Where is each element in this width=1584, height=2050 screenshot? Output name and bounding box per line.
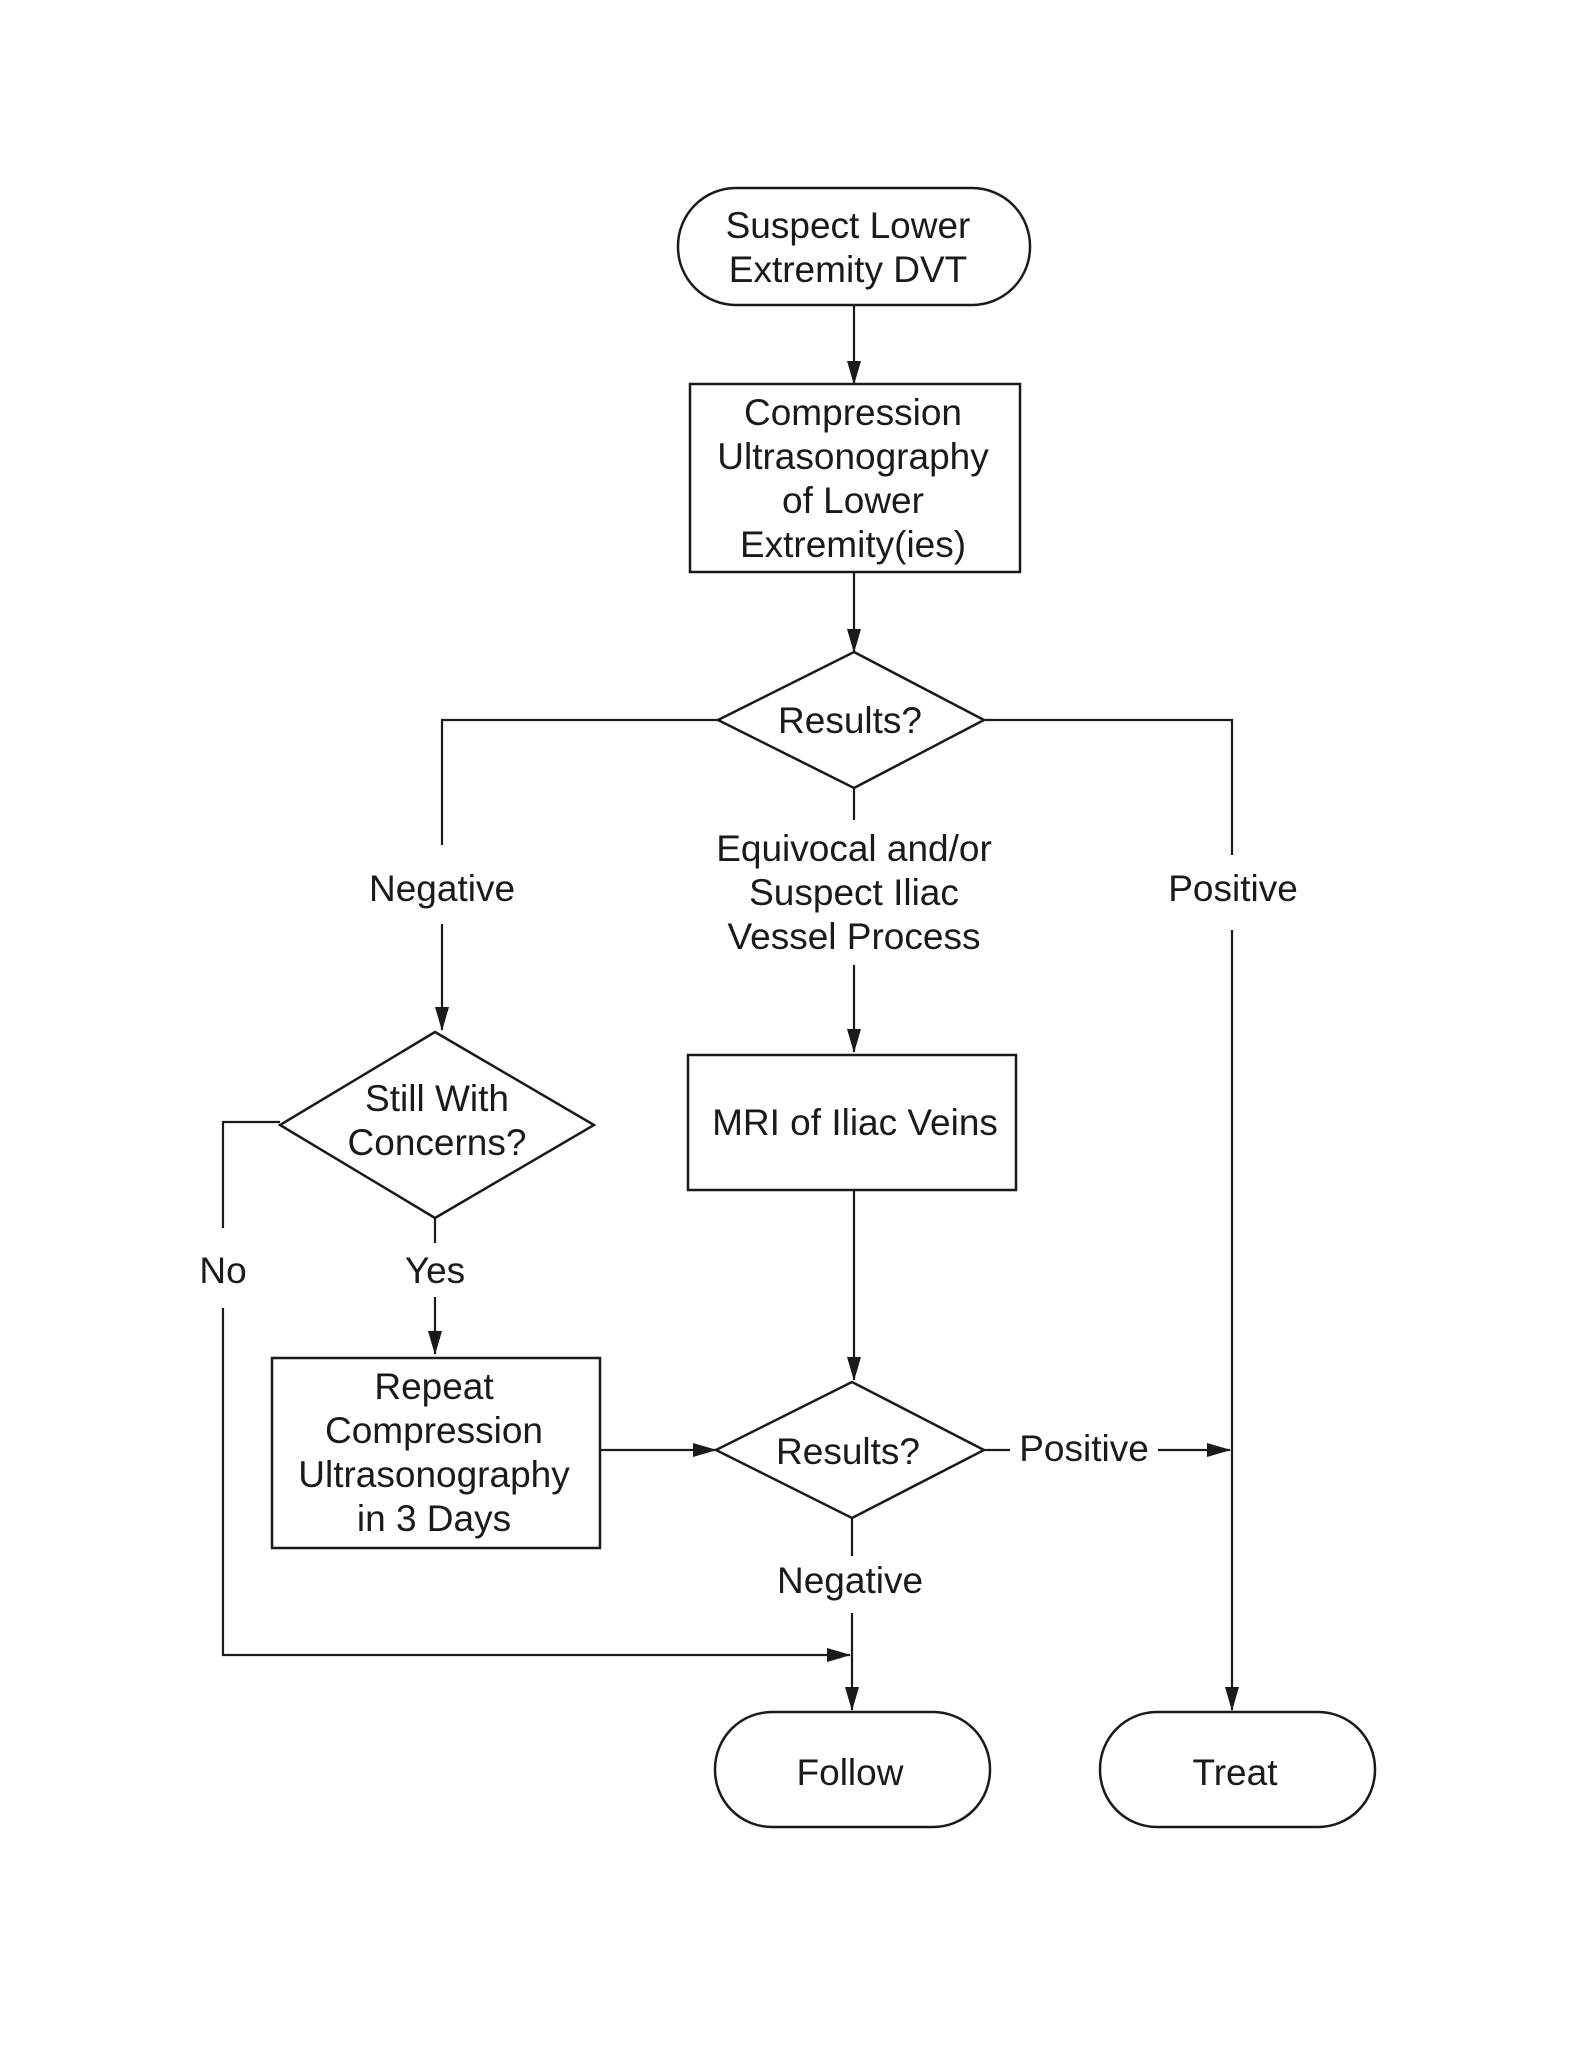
text-line: MRI of Iliac Veins	[712, 1102, 998, 1143]
results-1-text: Results?	[778, 700, 922, 741]
text-line: Negative	[369, 868, 515, 909]
line-concerns-to-no	[221, 1120, 280, 1228]
connectors	[221, 305, 1239, 1711]
label-negative-2: Negative	[777, 1560, 923, 1601]
text-line: Concerns?	[348, 1122, 527, 1163]
line-results-to-positive	[984, 718, 1234, 855]
text-line: Treat	[1193, 1752, 1279, 1793]
text-line: Results?	[776, 1431, 920, 1472]
text-line: Compression	[325, 1410, 543, 1451]
arrow-no-to-follow	[221, 1308, 851, 1662]
text-line: Positive	[1019, 1428, 1149, 1469]
text-line: Follow	[797, 1752, 904, 1793]
text-line: Extremity(ies)	[740, 524, 966, 565]
text-line: Still With	[365, 1078, 509, 1119]
treat-node: Treat	[1098, 1710, 1377, 1829]
text-line: Ultrasonography	[298, 1454, 570, 1495]
text-line: No	[199, 1250, 246, 1291]
text-line: Vessel Process	[728, 916, 981, 957]
follow-text: Follow	[797, 1752, 904, 1793]
text-line: Negative	[777, 1560, 923, 1601]
label-negative-1: Negative	[369, 868, 515, 909]
text-line: Positive	[1168, 868, 1298, 909]
text-line: in 3 Days	[357, 1498, 511, 1539]
follow-node: Follow	[713, 1710, 992, 1829]
label-no: No	[199, 1250, 246, 1291]
results-decision-1: Results?	[715, 650, 987, 790]
results-2-text: Results?	[776, 1431, 920, 1472]
text-line: Extremity DVT	[729, 249, 967, 290]
label-positive-2: Positive	[1019, 1428, 1149, 1469]
text-line: Compression	[744, 392, 962, 433]
label-positive-1: Positive	[1168, 868, 1298, 909]
label-yes: Yes	[405, 1250, 465, 1291]
mri-iliac-veins-box: MRI of Iliac Veins	[686, 1053, 1018, 1192]
line-results-to-negative	[440, 718, 718, 845]
results-decision-2: Results?	[713, 1380, 987, 1520]
text-line: of Lower	[782, 480, 924, 521]
text-line: Suspect Iliac	[749, 872, 959, 913]
text-line: Yes	[405, 1250, 465, 1291]
mri-iliac-veins-text: MRI of Iliac Veins	[712, 1102, 998, 1143]
treat-text: Treat	[1193, 1752, 1279, 1793]
text-line: Ultrasonography	[717, 436, 989, 477]
text-line: Suspect Lower	[726, 205, 971, 246]
text-line: Repeat	[374, 1366, 494, 1407]
text-line: Results?	[778, 700, 922, 741]
text-line: Equivocal and/or	[716, 828, 992, 869]
